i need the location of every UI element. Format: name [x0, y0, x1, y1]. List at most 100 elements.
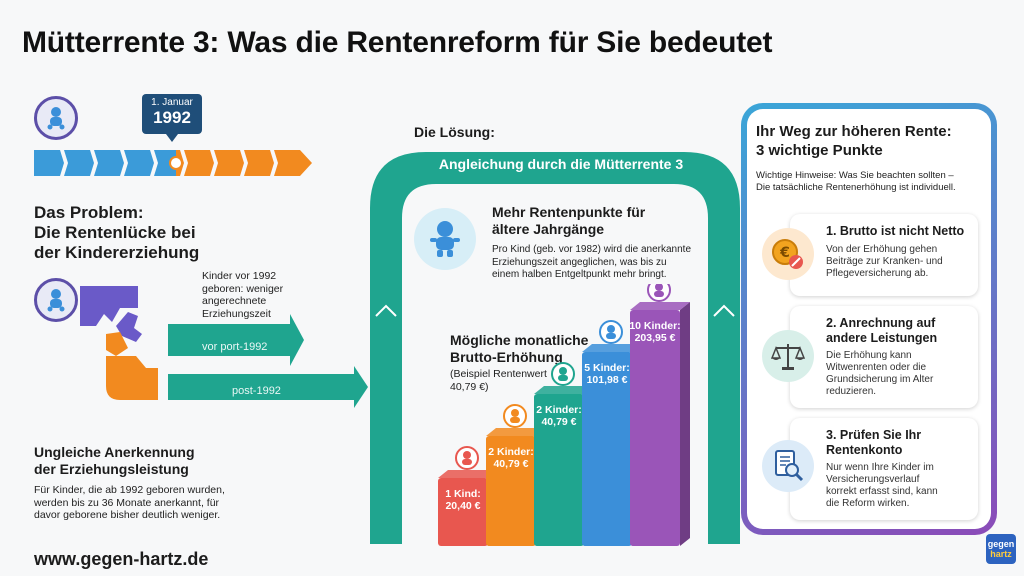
page-title: Mütterrente 3: Was die Rentenreform für …	[22, 26, 773, 59]
problem-text-line3: davor geborene bisher deutlich weniger.	[34, 509, 221, 521]
tips-title-line2: 3 wichtige Punkte	[756, 142, 883, 159]
tip-2-text-line4: reduzieren.	[826, 386, 877, 397]
chart-step-label-5: 10 Kinder:203,95 €	[624, 320, 686, 344]
tips-intro-line2: Die tatsächliche Rentenerhöhung ist indi…	[756, 181, 956, 193]
problem-note-line3: angerechnete	[202, 295, 267, 307]
toddler-icon	[414, 208, 476, 270]
tip-2-text-line3: Grundsicherung im Alter	[826, 374, 934, 385]
chart-step-label-3: 2 Kinder:40,79 €	[528, 404, 590, 428]
chart-step-value-2: 40,79 €	[493, 458, 529, 470]
tip-3-title-line2: Rentenkonto	[826, 443, 903, 457]
chart-step-value-4: 101,98 €	[586, 374, 628, 386]
brand-logo-line1: gegen	[987, 539, 1015, 549]
date-badge: 1. Januar 1992	[142, 94, 202, 142]
problem-note-line1: Kinder vor 1992	[202, 270, 277, 282]
increase-chart	[438, 284, 690, 546]
chart-step-value-3: 40,79 €	[541, 416, 577, 428]
points-title-line2: ältere Jahrgänge	[492, 221, 605, 237]
problem-title-line1: Das Problem:	[34, 203, 144, 222]
svg-text:€: €	[779, 245, 790, 261]
tip-3-title: 3. Prüfen Sie Ihr Rentenkonto	[826, 428, 921, 458]
tip-2-text: Die Erhöhung kann Witwenrenten oder die …	[826, 350, 933, 398]
problem-subtitle-line1: Ungleiche Anerkennung	[34, 444, 195, 460]
chart-step-category-4: 5 Kinder:	[584, 362, 630, 374]
increase-title: Mögliche monatliche Brutto-Erhöhung	[450, 332, 588, 366]
tip-3-text: Nur wenn Ihre Kinder im Versicherungsver…	[826, 462, 938, 510]
tip-card-1: 1. Brutto ist nicht Netto Von der Erhöhu…	[790, 214, 978, 296]
brand-logo-line2: hartz	[990, 549, 1012, 559]
tip-3-text-line1: Nur wenn Ihre Kinder im	[826, 462, 934, 473]
points-title-line1: Mehr Rentenpunkte für	[492, 204, 646, 220]
problem-title: Das Problem: Die Rentenlücke bei der Kin…	[34, 203, 199, 263]
tips-title: Ihr Weg zur höheren Rente: 3 wichtige Pu…	[756, 122, 952, 160]
problem-note: Kinder vor 1992 geboren: weniger angerec…	[202, 270, 283, 320]
tip-1-text-line2: Beiträge zur Kranken- und	[826, 256, 943, 267]
tips-title-line1: Ihr Weg zur höheren Rente:	[756, 123, 952, 140]
problem-text-line2: werden bis zu 36 Monate anerkannt, für	[34, 496, 220, 509]
points-text-line2: Erziehungszeit angeglichen, was bis zu	[492, 256, 667, 268]
chart-step-label-2: 2 Kinder:40,79 €	[480, 446, 542, 470]
chart-step-1	[438, 446, 498, 546]
chart-step-label-4: 5 Kinder:101,98 €	[576, 362, 638, 386]
problem-note-line2: geboren: weniger	[202, 282, 284, 295]
tip-1-text-line1: Von der Erhöhung gehen	[826, 244, 938, 255]
tip-card-3: 3. Prüfen Sie Ihr Rentenkonto Nur wenn I…	[790, 418, 978, 520]
tip-2-text-line1: Die Erhöhung kann	[826, 350, 912, 361]
problem-subtitle: Ungleiche Anerkennung der Erziehungsleis…	[34, 444, 195, 478]
tip-2-text-line2: Witwenrenten oder die	[826, 362, 927, 373]
baby-icon	[34, 96, 78, 140]
tip-2-title: 2. Anrechnung auf andere Leistungen	[826, 316, 937, 346]
tip-3-text-line4: die Reform wirken.	[826, 498, 910, 509]
problem-subtitle-line2: der Erziehungsleistung	[34, 461, 189, 477]
problem-text: Für Kinder, die ab 1992 geboren wurden, …	[34, 484, 225, 522]
euro-coin-icon: €	[762, 228, 814, 280]
increase-note-line2: 40,79 €)	[450, 380, 489, 393]
tip-3-title-line1: 3. Prüfen Sie Ihr	[826, 428, 922, 442]
website-url[interactable]: www.gegen-hartz.de	[34, 549, 209, 569]
arrow-post-label: post-1992	[232, 385, 281, 397]
tip-2-title-line2: andere Leistungen	[826, 331, 938, 345]
tips-intro: Wichtige Hinweise: Was Sie beachten soll…	[756, 170, 956, 193]
tip-1-title: 1. Brutto ist nicht Netto	[826, 224, 964, 239]
points-text-line1: Pro Kind (geb. vor 1982) wird die anerka…	[492, 244, 692, 255]
increase-title-line2: Brutto-Erhöhung	[450, 349, 563, 365]
problem-title-line3: der Kindererziehung	[34, 243, 200, 262]
points-text: Pro Kind (geb. vor 1982) wird die anerka…	[492, 244, 691, 282]
problem-note-line4: Erziehungszeit	[202, 307, 271, 320]
arrow-pre-label: vor port-1992	[202, 341, 268, 353]
solution-label: Die Lösung:	[414, 124, 495, 140]
brand-logo: gegen hartz	[986, 534, 1016, 564]
points-title: Mehr Rentenpunkte für ältere Jahrgänge	[492, 204, 645, 238]
chart-step-category-5: 10 Kinder:	[629, 320, 681, 332]
chart-step-5	[630, 284, 690, 546]
scale-icon	[762, 330, 814, 382]
solution-banner: Angleichung durch die Mütterrente 3	[438, 156, 684, 172]
tips-intro-line1: Wichtige Hinweise: Was Sie beachten soll…	[756, 170, 954, 181]
chart-step-value-5: 203,95 €	[634, 332, 676, 344]
chart-step-category-3: 2 Kinder:	[536, 404, 582, 416]
increase-title-line1: Mögliche monatliche	[450, 332, 589, 348]
tip-1-text: Von der Erhöhung gehen Beiträge zur Kran…	[826, 244, 943, 280]
chart-step-label-1: 1 Kind:20,40 €	[432, 488, 494, 512]
tip-1-text-line3: Pflegeversicherung ab.	[826, 268, 929, 279]
baby-icon-small	[34, 278, 78, 322]
tip-card-2: 2. Anrechnung auf andere Leistungen Die …	[790, 306, 978, 408]
tip-1-title-line1: 1. Brutto ist nicht Netto	[826, 224, 965, 238]
chart-step-value-1: 20,40 €	[445, 500, 481, 512]
points-text-line3: einem halben Entgeltpunkt mehr bringt.	[492, 269, 667, 280]
problem-title-line2: Die Rentenlücke bei	[34, 223, 196, 242]
date-badge-year: 1992	[153, 108, 191, 127]
pension-gap-graphic	[80, 286, 368, 408]
date-badge-line1: 1. Januar	[151, 97, 193, 108]
tip-2-title-line1: 2. Anrechnung auf	[826, 316, 936, 330]
document-search-icon	[762, 440, 814, 492]
solution-arch	[370, 152, 740, 544]
chart-step-category-1: 1 Kind:	[445, 488, 481, 500]
increase-note: (Beispiel Rentenwert 40,79 €)	[450, 368, 547, 393]
problem-text-line1: Für Kinder, die ab 1992 geboren wurden,	[34, 484, 225, 496]
tip-3-text-line3: korrekt erfasst sind, kann	[826, 486, 938, 497]
tip-3-text-line2: Versicherungsverlauf	[826, 474, 920, 485]
timeline-bar	[34, 150, 312, 176]
chart-step-category-2: 2 Kinder:	[488, 446, 534, 458]
increase-note-line1: (Beispiel Rentenwert	[450, 368, 547, 380]
